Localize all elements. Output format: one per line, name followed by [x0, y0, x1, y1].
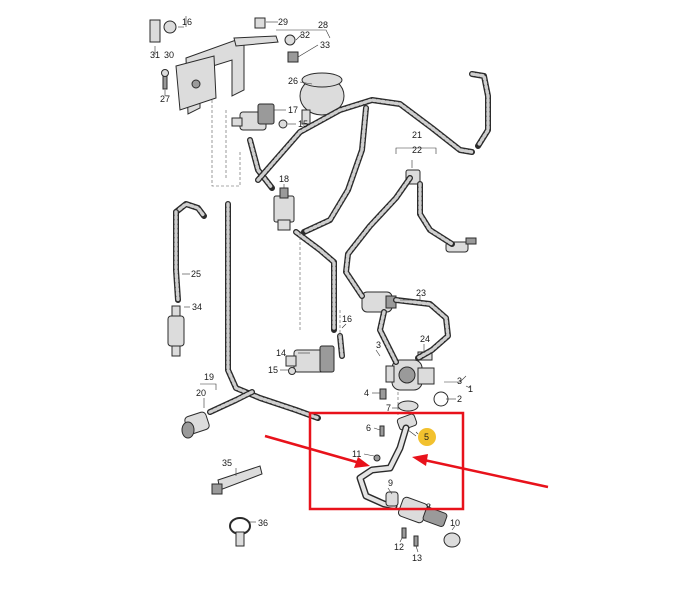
bolt-11: [373, 454, 381, 462]
solenoid-valve-14: [285, 345, 335, 373]
bolt-12: [401, 527, 407, 539]
callout-30: 30: [164, 50, 174, 60]
callout-1: 1: [468, 384, 473, 394]
badge-part-5: 5: [415, 428, 436, 446]
callout-15-mid: 15: [268, 365, 278, 375]
vacuum-reservoir: [299, 72, 345, 125]
callout-7: 7: [386, 403, 391, 413]
callout-22: 22: [412, 145, 422, 155]
filter-34: [167, 305, 185, 357]
callout-31: 31: [150, 50, 160, 60]
bolt-13: [413, 535, 419, 547]
highlight-annotation: 5: [264, 411, 549, 511]
callout-24: 24: [420, 334, 430, 344]
callout-25: 25: [191, 269, 201, 279]
callout-32: 32: [300, 30, 310, 40]
callout-35: 35: [222, 458, 232, 468]
callout-5: 5: [424, 432, 429, 442]
valve-18: [273, 187, 295, 231]
nut-29: [254, 17, 266, 29]
bracket-assembly: [149, 17, 299, 115]
callout-3-mid: 3: [376, 340, 381, 350]
ring-15-upper: [278, 119, 288, 129]
callout-23: 23: [416, 288, 426, 298]
bolt-27: [162, 74, 168, 90]
left-arrow: [264, 434, 370, 468]
highlight-box: [308, 411, 465, 511]
clip-35: [211, 465, 263, 495]
callout-labels: 16 29 28 32 33 30 31 26 27 17 15 21 22 1…: [150, 17, 473, 563]
callout-18: 18: [279, 174, 289, 184]
ring-15-lower: [288, 367, 296, 375]
callout-9: 9: [388, 478, 393, 488]
callout-3-right: 3: [457, 376, 462, 386]
solenoid-valve-17: [231, 103, 275, 131]
callout-10: 10: [450, 518, 460, 528]
callout-34: 34: [192, 302, 202, 312]
hoses: [173, 71, 491, 421]
o-ring-2: [433, 391, 449, 407]
leader-lines: [154, 16, 471, 553]
callout-8: 8: [426, 502, 431, 512]
callout-15-top: 15: [298, 119, 308, 129]
callout-36: 36: [258, 518, 268, 528]
callout-19: 19: [204, 372, 214, 382]
callout-27: 27: [160, 94, 170, 104]
callout-16-top: 16: [182, 17, 192, 27]
callout-17: 17: [288, 105, 298, 115]
sensor-20: [181, 411, 210, 439]
gasket-7: [397, 400, 419, 412]
clamp-36: [229, 517, 251, 547]
callout-14: 14: [276, 348, 286, 358]
callout-21: 21: [412, 130, 422, 140]
callout-12: 12: [394, 542, 404, 552]
clamp-10: [443, 532, 461, 548]
connector-23: [361, 291, 397, 313]
callout-33: 33: [320, 40, 330, 50]
callout-16-mid: 16: [342, 314, 352, 324]
callout-29: 29: [278, 17, 288, 27]
callout-2: 2: [457, 394, 462, 404]
callout-28: 28: [318, 20, 328, 30]
grommet-30: [163, 20, 177, 34]
nut-33: [287, 51, 299, 63]
bolt-6: [379, 425, 385, 437]
callout-6: 6: [366, 423, 371, 433]
clip-31: [149, 19, 161, 43]
callout-13: 13: [412, 553, 422, 563]
callout-20: 20: [196, 388, 206, 398]
pipe-flange-9: [385, 491, 461, 548]
callout-26: 26: [288, 76, 298, 86]
callout-11: 11: [352, 449, 361, 459]
egr-pipe-5: [356, 400, 419, 510]
right-arrow: [412, 454, 549, 489]
screw-4: [379, 388, 387, 400]
egr-valve: [385, 359, 435, 391]
callout-4: 4: [364, 388, 369, 398]
bush-32: [284, 34, 296, 46]
